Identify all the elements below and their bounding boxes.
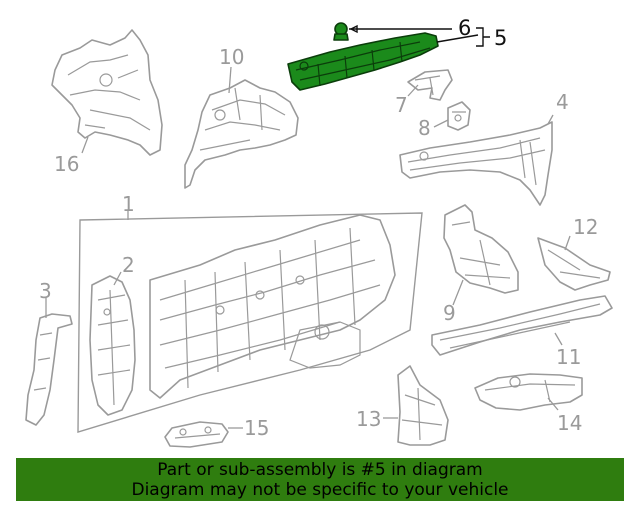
callout-3: 3	[39, 279, 52, 303]
callout-15: 15	[244, 416, 269, 440]
callout-9: 9	[443, 301, 456, 325]
part-10[interactable]	[184, 79, 299, 189]
banner-line-2: Diagram may not be specific to your vehi…	[131, 480, 509, 500]
part-11[interactable]	[431, 295, 613, 356]
part-16[interactable]	[51, 29, 163, 156]
part-12[interactable]	[537, 237, 611, 291]
part-7[interactable]	[407, 69, 453, 101]
callout-12: 12	[573, 215, 598, 239]
banner-line-1: Part or sub-assembly is #5 in diagram	[157, 460, 483, 480]
callout-10: 10	[219, 45, 244, 69]
callout-8: 8	[418, 116, 431, 140]
part-2[interactable]	[89, 275, 136, 416]
callout-1: 1	[122, 192, 135, 216]
part-5-highlighted[interactable]	[287, 32, 439, 91]
callout-16: 16	[54, 152, 79, 176]
callout-4: 4	[556, 90, 569, 114]
callout-5: 5	[494, 26, 507, 50]
part-3[interactable]	[25, 313, 73, 426]
callout-2: 2	[122, 253, 135, 277]
callout-6: 6	[458, 16, 471, 40]
part-9[interactable]	[443, 204, 519, 294]
part-8[interactable]	[447, 101, 471, 131]
part-6-fastener[interactable]	[333, 22, 349, 41]
part-14[interactable]	[474, 373, 583, 411]
callout-7: 7	[395, 93, 408, 117]
info-banner: Part or sub-assembly is #5 in diagram Di…	[16, 458, 624, 501]
part-1-structure[interactable]	[149, 214, 396, 399]
part-4[interactable]	[399, 121, 553, 206]
callout-11: 11	[556, 345, 581, 369]
part-13[interactable]	[397, 365, 449, 446]
part-15[interactable]	[164, 421, 229, 448]
callout-14: 14	[557, 411, 582, 435]
callout-13: 13	[356, 407, 381, 431]
